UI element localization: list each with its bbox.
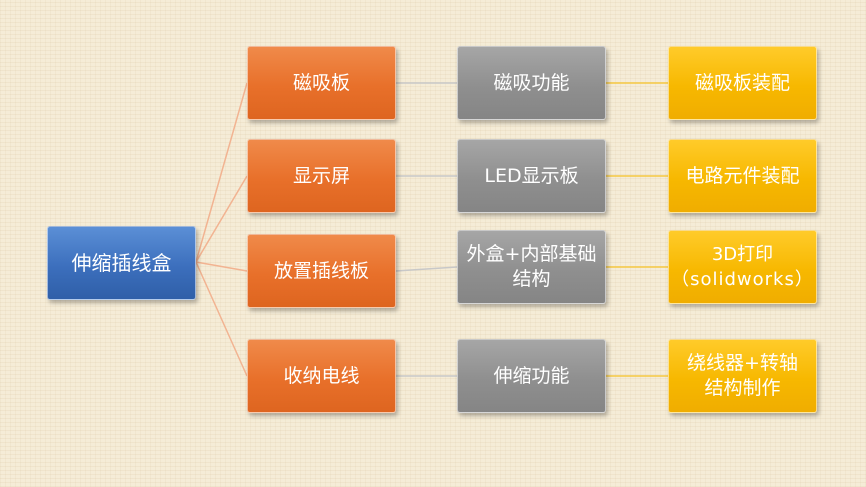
function-node-1[interactable]: 磁吸功能 [457,46,606,120]
task-label-1: 磁吸板装配 [694,72,790,94]
module-node-1[interactable]: 磁吸板 [247,46,396,120]
task-label-4b: 结构制作 [704,377,781,399]
connector-root-module-1 [195,82,248,263]
root-node[interactable]: 伸缩插线盒 [47,226,196,300]
function-label-3b: 结构 [512,268,551,290]
task-node-2[interactable]: 电路元件装配 [668,139,817,213]
module-label-2: 显示屏 [292,165,350,187]
task-node-1[interactable]: 磁吸板装配 [668,46,817,120]
root-label: 伸缩插线盒 [71,251,172,275]
connector-module-function-3 [395,266,458,272]
connector-root-module-2 [195,175,248,263]
module-node-2[interactable]: 显示屏 [247,139,396,213]
module-node-4[interactable]: 收纳电线 [247,339,396,413]
function-node-3[interactable]: 外盒+内部基础 结构 [457,230,606,304]
function-label-4: 伸缩功能 [493,365,570,387]
task-node-4[interactable]: 绕线器+转轴 结构制作 [668,339,817,413]
module-node-3[interactable]: 放置插线板 [247,234,396,308]
module-label-3: 放置插线板 [273,260,369,282]
task-label-4a: 绕线器+转轴 [687,352,798,374]
connector-root-module-4 [195,261,248,377]
function-label-1: 磁吸功能 [493,72,570,94]
function-node-4[interactable]: 伸缩功能 [457,339,606,413]
task-label-3a: 3D打印 [711,244,774,265]
task-label-2: 电路元件装配 [685,165,800,187]
connector-root-module-3 [195,261,248,272]
task-node-3[interactable]: 3D打印 （solidworks） [668,230,817,304]
function-label-3a: 外盒+内部基础 [466,243,597,265]
function-label-2: LED显示板 [484,165,579,187]
function-node-2[interactable]: LED显示板 [457,139,606,213]
module-label-1: 磁吸板 [292,72,350,94]
module-label-4: 收纳电线 [283,365,360,387]
task-label-3b: （solidworks） [671,269,814,290]
